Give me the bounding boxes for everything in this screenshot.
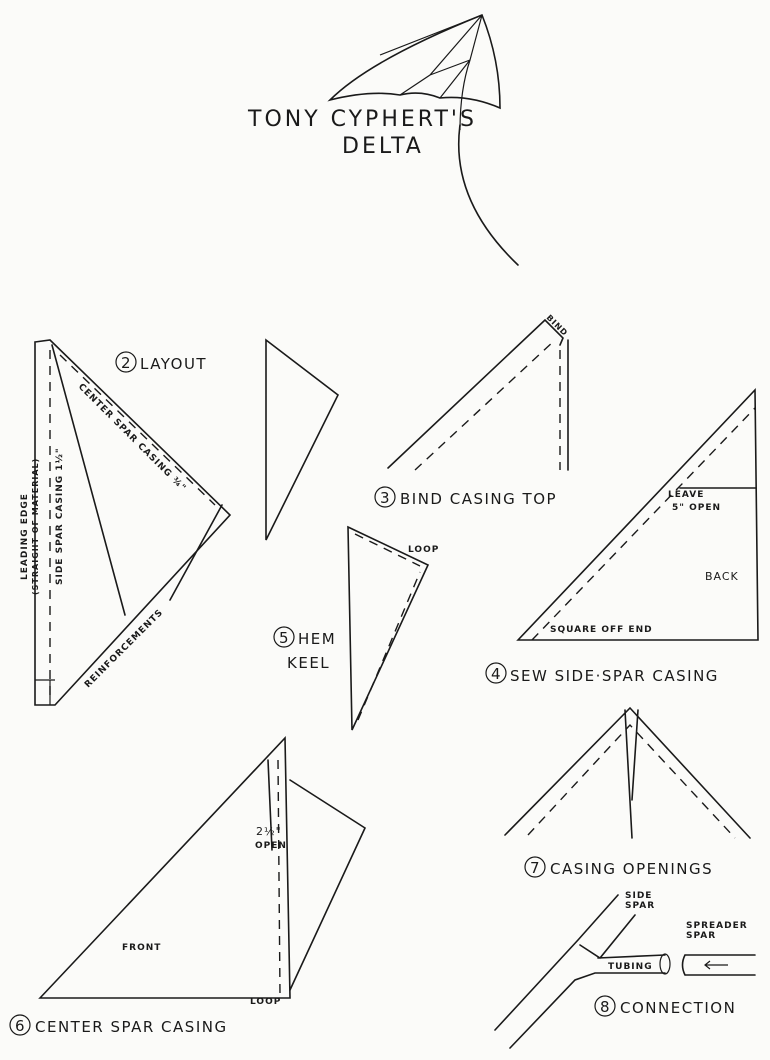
svg-text:CENTER SPAR CASING: CENTER SPAR CASING	[35, 1018, 228, 1036]
front-label: FRONT	[122, 943, 161, 953]
svg-text:LAYOUT: LAYOUT	[140, 355, 207, 373]
leading-edge-label: LEADING EDGE	[20, 493, 30, 580]
step-7-heading: 7 CASING OPENINGS	[524, 856, 713, 878]
center-spar-casing-drawing	[38, 736, 367, 999]
kite-illustration	[327, 13, 519, 266]
svg-text:CASING OPENINGS: CASING OPENINGS	[550, 860, 713, 878]
open-label-6: OPEN	[255, 841, 287, 851]
svg-text:6: 6	[15, 1017, 26, 1035]
svg-text:HEM: HEM	[298, 630, 336, 648]
keel-shape	[265, 338, 340, 541]
svg-text:BIND CASING TOP: BIND CASING TOP	[400, 490, 557, 508]
side-label: SIDE	[625, 891, 652, 901]
straight-label: (STRAIGHT OF MATERIAL)	[31, 458, 40, 595]
step-4-heading: 4 SEW SIDE·SPAR CASING	[485, 662, 719, 685]
side-spar-label: SIDE SPAR CASING 1½"	[54, 447, 65, 585]
hem-keel-drawing	[347, 525, 430, 731]
svg-text:CONNECTION: CONNECTION	[620, 999, 736, 1017]
step-3-heading: 3 BIND CASING TOP	[374, 486, 557, 508]
side-spar-casing-drawing	[516, 388, 759, 641]
step-5-heading: 5 HEM KEEL	[273, 626, 336, 672]
svg-text:7: 7	[530, 859, 541, 877]
svg-text:KEEL: KEEL	[287, 654, 330, 672]
step-6-heading: 6 CENTER SPAR CASING	[9, 1014, 228, 1036]
leave-label: LEAVE	[668, 490, 704, 500]
step-8-heading: 8 CONNECTION	[594, 995, 736, 1017]
step-2-heading: 2 LAYOUT	[115, 351, 207, 373]
tubing-label: TUBING	[608, 962, 653, 972]
spreader-spar-label: SPAR	[686, 931, 716, 941]
spreader-label: SPREADER	[686, 921, 748, 931]
side-spar-label-8: SPAR	[625, 901, 655, 911]
svg-text:5: 5	[279, 629, 290, 647]
center-loop-label: LOOP	[250, 997, 281, 1007]
title-line2: DELTA	[342, 134, 424, 159]
square-off-label: SQUARE OFF END	[550, 625, 653, 635]
back-label: BACK	[705, 570, 739, 583]
layout-drawing	[34, 339, 232, 706]
svg-text:4: 4	[491, 665, 502, 683]
center-spar-label: CENTER SPAR CASING ¾"	[76, 382, 188, 494]
svg-text:2: 2	[121, 354, 132, 372]
bind-casing-drawing	[387, 318, 569, 471]
reinforcements-label: REINFORCEMENTS	[83, 608, 166, 691]
open-size-label: 2½"	[256, 825, 282, 838]
connection-drawing	[494, 894, 756, 1049]
svg-text:SEW SIDE·SPAR CASING: SEW SIDE·SPAR CASING	[510, 667, 719, 685]
title-line1: TONY CYPHERT'S	[247, 107, 477, 132]
svg-text:3: 3	[380, 489, 391, 507]
keel-loop-label: LOOP	[408, 545, 439, 555]
open-label: 5" OPEN	[672, 503, 721, 513]
bind-label: BIND	[545, 313, 570, 338]
svg-text:8: 8	[600, 998, 611, 1016]
casing-openings-drawing	[504, 706, 751, 839]
